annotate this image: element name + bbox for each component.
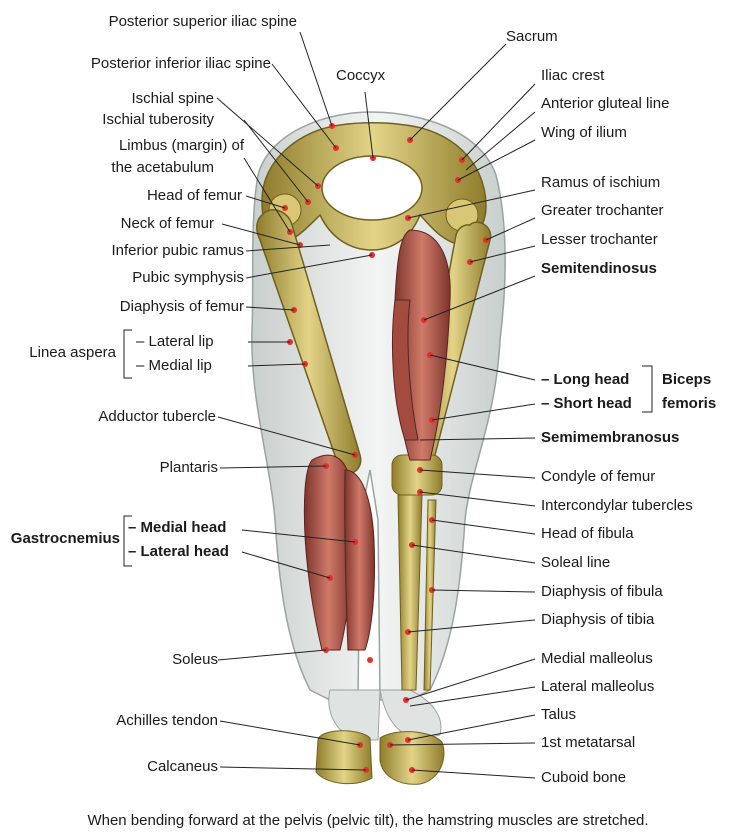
label-diaphysis-of-tibia: Diaphysis of tibia	[541, 611, 655, 628]
label-plantaris: Plantaris	[159, 459, 218, 476]
label-coccyx: Coccyx	[336, 67, 386, 84]
label-intercondylar-tubercles: Intercondylar tubercles	[541, 497, 693, 514]
left-femur	[256, 209, 362, 474]
label-femoris: femoris	[662, 395, 717, 412]
label-achilles-tendon: Achilles tendon	[116, 712, 218, 729]
label-posterior-inferior-iliac-spine: Posterior inferior iliac spine	[90, 55, 271, 72]
label-inferior-pubic-ramus: Inferior pubic ramus	[111, 242, 244, 259]
label-diaphysis-of-fibula: Diaphysis of fibula	[541, 583, 663, 600]
leader-lines	[123, 31, 653, 779]
label-biceps: Biceps	[662, 371, 712, 388]
label-linea-aspera: Linea aspera	[29, 344, 116, 361]
calf-muscles	[303, 454, 376, 651]
label-iliac-crest: Iliac crest	[541, 67, 605, 84]
hamstring-muscles	[391, 229, 451, 461]
label-limbus-line1: Limbus (margin) of	[118, 137, 244, 154]
label-semimembranosus: Semimembranosus	[541, 429, 680, 446]
label-biceps-short-head: – Short head	[541, 395, 632, 412]
label-limbus-line2: the acetabulum	[111, 159, 214, 176]
label-wing-of-ilium: Wing of ilium	[541, 124, 627, 141]
label-anterior-gluteal-line: Anterior gluteal line	[541, 95, 670, 112]
label-medial-malleolus: Medial malleolus	[541, 650, 653, 667]
label-gastrocnemius-medial-head: – Medial head	[128, 519, 227, 536]
label-lesser-trochanter: Lesser trochanter	[541, 231, 658, 248]
label-head-of-fibula: Head of fibula	[541, 525, 634, 542]
label-cuboid-bone: Cuboid bone	[541, 769, 627, 786]
label-soleal-line: Soleal line	[541, 554, 611, 571]
label-biceps-long-head: – Long head	[541, 371, 630, 388]
label-lateral-malleolus: Lateral malleolus	[541, 678, 655, 695]
label-talus: Talus	[541, 706, 577, 723]
label-ramus-of-ischium: Ramus of ischium	[541, 174, 661, 191]
label-calcaneus: Calcaneus	[147, 758, 218, 775]
label-head-of-femur: Head of femur	[146, 187, 242, 204]
label-lateral-lip: – Lateral lip	[136, 333, 214, 350]
label-1st-metatarsal: 1st metatarsal	[541, 734, 636, 751]
label-posterior-superior-iliac-spine: Posterior superior iliac spine	[108, 13, 297, 30]
label-gastrocnemius: Gastrocnemius	[10, 530, 120, 547]
label-semitendinosus: Semitendinosus	[541, 260, 657, 277]
label-adductor-tubercle: Adductor tubercle	[98, 408, 216, 425]
figure-caption: When bending forward at the pelvis (pelv…	[87, 812, 649, 829]
label-diaphysis-of-femur: Diaphysis of femur	[119, 298, 244, 315]
feet-bones	[315, 730, 445, 785]
label-pubic-symphysis: Pubic symphysis	[132, 269, 244, 286]
label-condyle-of-femur: Condyle of femur	[541, 468, 656, 485]
right-lower-leg-bones	[391, 454, 443, 691]
label-medial-lip: – Medial lip	[136, 357, 212, 374]
label-greater-trochanter: Greater trochanter	[541, 202, 664, 219]
label-neck-of-femur: Neck of femur	[120, 215, 214, 232]
label-soleus: Soleus	[172, 651, 218, 668]
label-ischial-spine: Ischial spine	[131, 90, 214, 107]
label-gastrocnemius-lateral-head: – Lateral head	[128, 543, 229, 560]
label-ischial-tuberosity: Ischial tuberosity	[102, 111, 214, 128]
label-sacrum: Sacrum	[506, 28, 558, 45]
